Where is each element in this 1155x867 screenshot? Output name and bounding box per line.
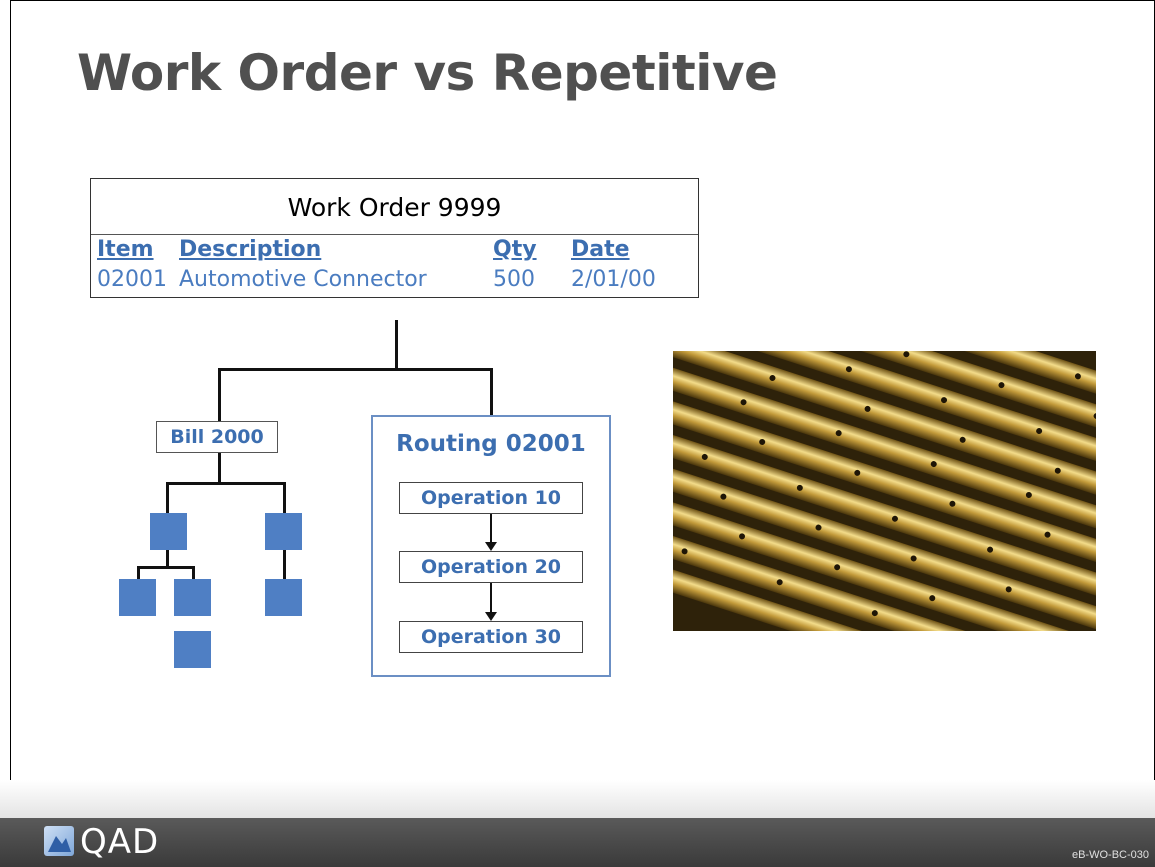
work-order-box: Work Order 9999 Item Description Qty Dat… (90, 178, 699, 298)
bill-box: Bill 2000 (156, 421, 278, 453)
routing-box: Routing 02001 Operation 10 Operation 20 … (371, 415, 611, 677)
component-square (265, 513, 302, 550)
slide-code: eB-WO-BC-030 (1071, 849, 1149, 861)
operation-box: Operation 30 (399, 621, 583, 653)
footer-bar (0, 818, 1155, 867)
bill-connector-sub-trunk (166, 550, 169, 568)
routing-title: Routing 02001 (396, 431, 586, 457)
connector-trunk (395, 320, 398, 370)
component-square (174, 631, 211, 668)
operation-arrow (485, 514, 497, 551)
connector-branch (218, 368, 493, 371)
value-description: Automotive Connector (179, 267, 427, 292)
component-square (119, 579, 156, 616)
component-square (265, 579, 302, 616)
connector-bill (218, 368, 221, 422)
component-square (174, 579, 211, 616)
column-item: Item (97, 237, 154, 262)
column-description: Description (179, 237, 322, 262)
bill-connector-left (166, 482, 169, 514)
connector-pins-photo (673, 351, 1096, 631)
bill-connector-sub-branch (137, 566, 194, 569)
value-date: 2/01/00 (571, 267, 656, 292)
column-date: Date (571, 237, 630, 262)
footer-fade (0, 780, 1155, 818)
bill-connector-trunk (218, 453, 221, 484)
bill-connector-right-down (283, 550, 286, 580)
value-item: 02001 (97, 267, 167, 292)
connector-pins-illustration (673, 351, 1096, 631)
bill-connector-branch (166, 482, 285, 485)
bill-connector-right (283, 482, 286, 514)
operation-box: Operation 10 (399, 482, 583, 514)
qad-logo-text: QAD (80, 822, 160, 862)
operation-box: Operation 20 (399, 551, 583, 583)
slide-title: Work Order vs Repetitive (77, 44, 778, 102)
qad-logo-icon (44, 826, 74, 856)
work-order-header: Work Order 9999 (91, 179, 698, 235)
value-qty: 500 (493, 267, 535, 292)
column-qty: Qty (493, 237, 537, 262)
bill-connector-sub-left (137, 566, 140, 580)
operation-arrow (485, 583, 497, 621)
component-square (150, 513, 187, 550)
connector-routing (490, 368, 493, 416)
bill-connector-sub-right (192, 566, 195, 580)
